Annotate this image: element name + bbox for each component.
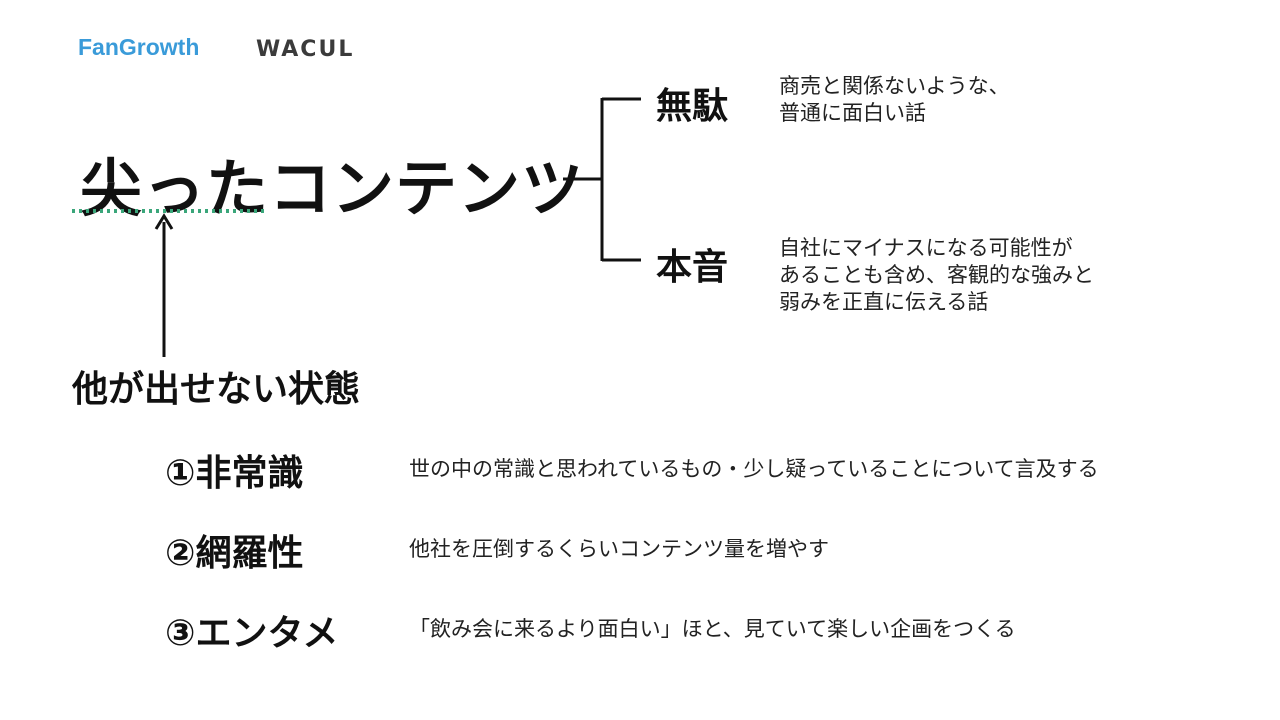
point-desc-1: 世の中の常識と思われているもの・少し疑っていることについて言及する: [409, 457, 1099, 481]
point-title-3: ③エンタメ: [165, 613, 339, 654]
point-title-1: ①非常識: [165, 453, 304, 494]
definition-label: 他が出せない状態: [72, 369, 361, 410]
fangrowth-logo: FanGrowth: [78, 34, 200, 60]
branch-desc-muda: 商売と関係ないような、 普通に面白い話: [779, 74, 1010, 125]
point-title-2: ②網羅性: [165, 533, 304, 574]
arrow-head: [154, 213, 174, 230]
point-desc-3: 「飲み会に来るより面白い」ほと、見ていて楽しい企画をつくる: [409, 617, 1016, 641]
branch-label-muda: 無駄: [656, 86, 729, 127]
point-desc-2: 他社を圧倒するくらいコンテンツ量を増やす: [409, 537, 829, 561]
branch-label-honne: 本音: [656, 247, 729, 288]
wacul-logo: WACUL: [256, 37, 355, 62]
branch-desc-honne: 自社にマイナスになる可能性が あることも含め、客観的な強みと 弱みを正直に伝える…: [779, 236, 1094, 314]
